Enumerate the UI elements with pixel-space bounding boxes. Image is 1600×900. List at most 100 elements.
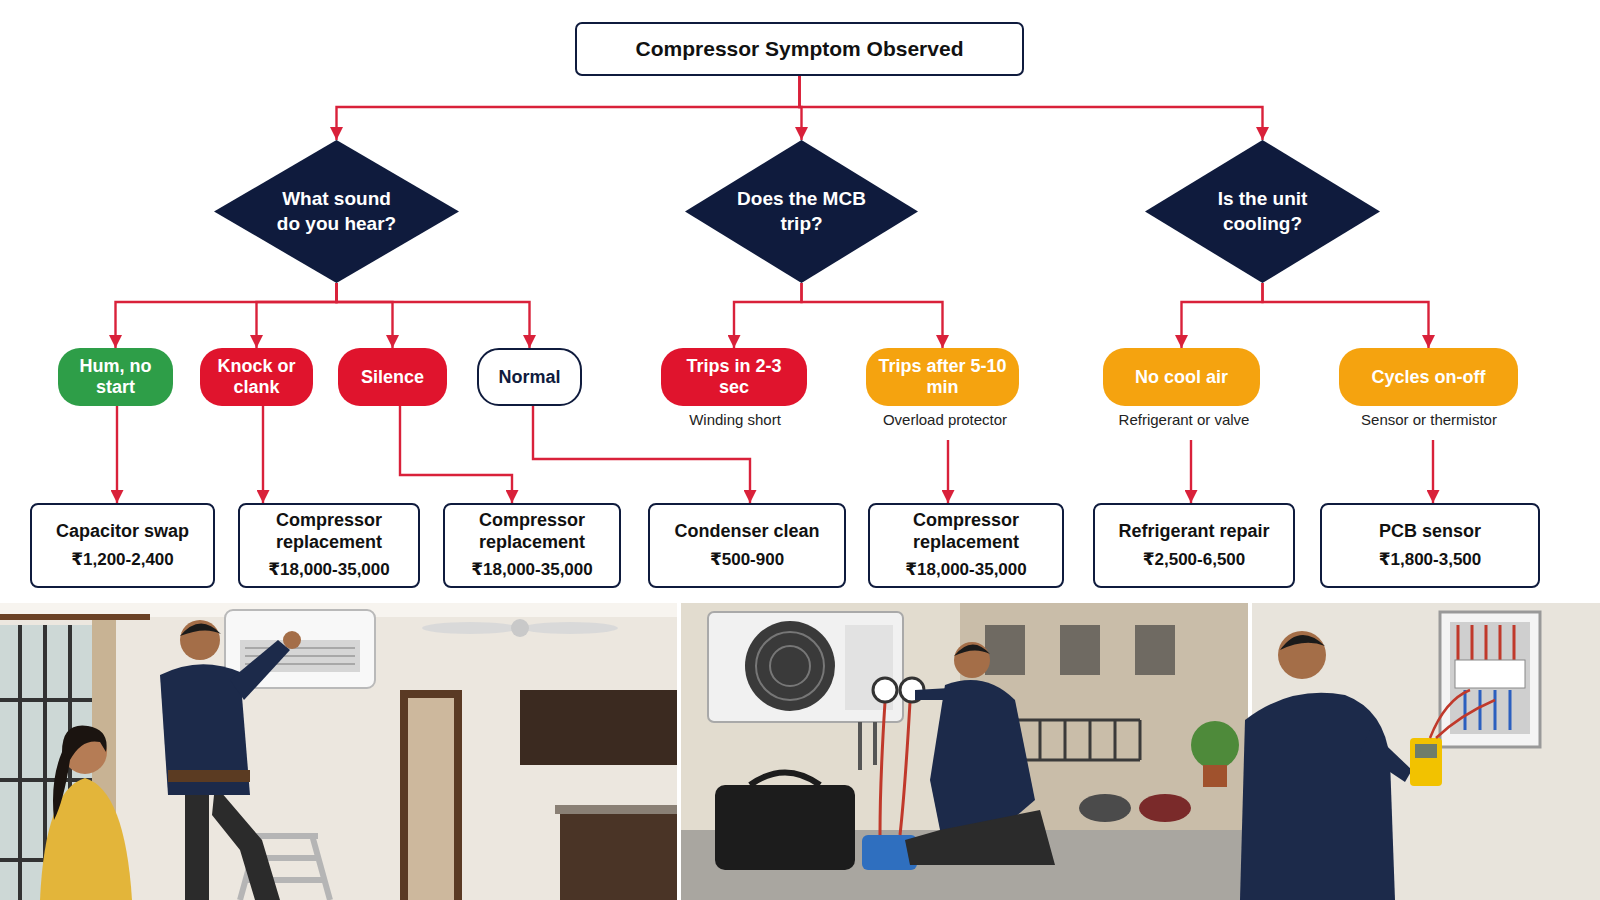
diamond-shape [1145,140,1380,283]
customer-hair [53,726,107,820]
plant-pot [1203,765,1227,787]
symptom-pill: Hum, no start [58,348,173,406]
price-range: ₹1,800-3,500 [1379,550,1482,570]
start-box: Compressor Symptom Observed [575,22,1024,76]
price-range: ₹18,000-35,000 [471,560,592,580]
node-label: Refrigerant repair [1118,521,1269,543]
node-label: No cool air [1135,367,1228,388]
cause-note: Refrigerant or valve [1074,411,1294,428]
technician-hair [954,644,990,656]
tool-belt [168,770,250,782]
node-label: What sound do you hear? [272,187,402,236]
symptom-pill: No cool air [1103,348,1260,406]
scooter [1139,794,1191,822]
flow-arrow [337,283,530,348]
flow-arrow [116,283,337,348]
technician-head [954,642,990,678]
symptom-pill: Trips after 5-10 min [866,348,1019,406]
node-label: Normal [498,367,560,388]
node-label: Hum, no start [66,356,165,397]
technician-hair [1280,635,1325,650]
technician-arm [1360,730,1412,782]
symptom-pill: Knock or clank [200,348,313,406]
building-window [1060,625,1100,675]
technician-hair [180,623,221,636]
flow-arrow [800,76,1263,140]
flow-arrow [1190,440,1192,503]
multimeter-screen [1415,744,1437,758]
repair-box: PCB sensor ₹1,800-3,500 [1320,503,1540,588]
scooter [1079,794,1131,822]
cause-note: Overload protector [835,411,1055,428]
price-range: ₹500-900 [710,550,784,570]
potted-plant [1191,721,1239,769]
flow-arrow [800,76,802,140]
kitchen-counter [555,805,677,814]
fan-guard [756,632,824,700]
flow-arrow [1182,283,1263,348]
price-range: ₹18,000-35,000 [905,560,1026,580]
node-label: Cycles on-off [1371,367,1485,388]
cause-note: Sensor or thermistor [1319,411,1539,428]
flow-arrow [802,283,943,348]
multimeter [1410,738,1442,786]
repair-box: Compressor replacement ₹18,000-35,000 [238,503,420,588]
repair-box: Condenser clean ₹500-900 [648,503,846,588]
flow-arrow [262,406,264,503]
symptom-pill: Trips in 2-3 sec [661,348,807,406]
fan-blade [422,622,518,634]
room-wall [0,603,677,900]
technician-shirt [1240,693,1395,900]
fan-blade [522,622,618,634]
flow-arrow [337,76,800,140]
node-label: Capacitor swap [56,521,189,543]
node-label: Trips in 2-3 sec [669,356,799,397]
node-label: Silence [361,367,424,388]
condenser-fan [745,621,835,711]
flow-arrow [116,406,118,503]
flow-arrow [257,283,337,348]
mcb-row [1455,660,1525,688]
node-label: Knock or clank [208,356,305,397]
pressure-gauge [873,678,897,702]
bag-handle [750,773,820,786]
flow-arrow [947,440,949,503]
gauge-hoses [880,702,910,835]
technician-leg [212,785,280,900]
technician-head [1278,631,1326,679]
curtain-rod [0,614,150,620]
fan-hub [511,619,529,637]
decision-diamond: What sound do you hear? [214,140,459,283]
price-range: ₹1,200-2,400 [71,550,174,570]
tool-bag [715,785,855,870]
kitchen-cabinet [520,690,677,765]
flow-arrow [533,406,750,503]
doorway [408,698,454,900]
technician-legs [905,810,1055,865]
outdoor-ac-unit [708,612,903,722]
node-label: Does the MCB trip? [737,187,867,236]
node-label: Compressor replacement [254,510,404,553]
node-label: Compressor Symptom Observed [636,37,964,61]
technician-leg [185,785,209,900]
cause-note: Winding short [625,411,845,428]
node-label: PCB sensor [1379,521,1481,543]
test-probes [1430,690,1495,738]
decision-diamond: Does the MCB trip? [685,140,918,283]
repair-box: Refrigerant repair ₹2,500-6,500 [1093,503,1295,588]
technician-arm [915,688,950,700]
wiring [1458,625,1514,660]
flow-arrow [1263,283,1429,348]
node-label: Condenser clean [674,521,819,543]
repair-box: Compressor replacement ₹18,000-35,000 [868,503,1064,588]
price-range: ₹2,500-6,500 [1143,550,1246,570]
price-range: ₹18,000-35,000 [268,560,389,580]
repair-box: Capacitor swap ₹1,200-2,400 [30,503,215,588]
node-label: Is the unit cooling? [1198,187,1328,236]
refrigerant-pipes [860,722,875,770]
flow-arrow [734,283,802,348]
node-label: Compressor replacement [884,510,1048,553]
